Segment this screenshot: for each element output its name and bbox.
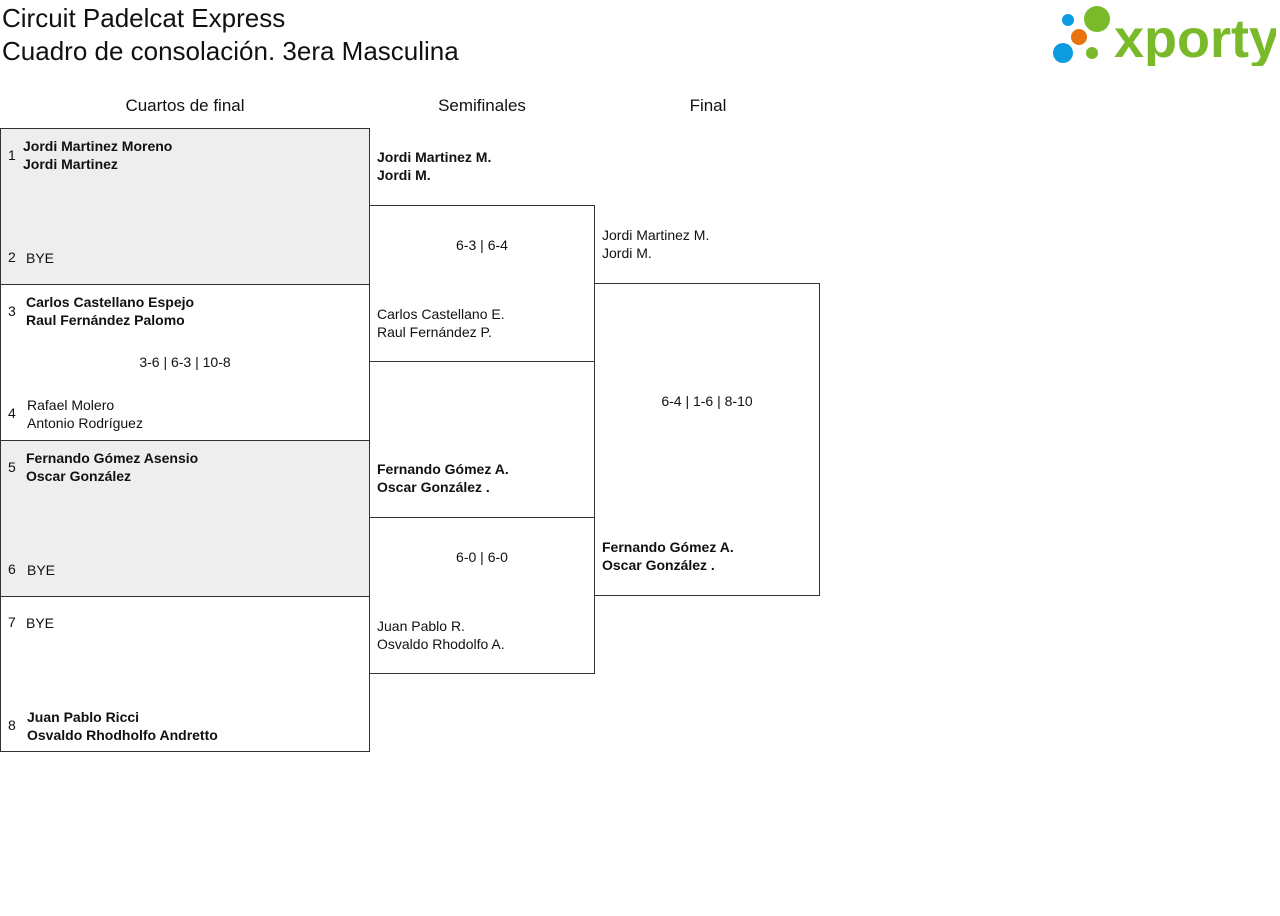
qf-match-4: 7 BYE 8 Juan Pablo Ricci Osvaldo Rhodhol… [0,596,370,752]
seed-number: 5 [8,459,16,475]
player-name: Fernando Gómez Asensio [26,450,199,466]
player-name: Carlos Castellano Espejo [26,294,195,310]
player-name: BYE [27,562,56,578]
player-name: Osvaldo Rhodholfo Andretto [27,727,218,743]
player-name: Jordi M. [602,245,652,261]
seed-number: 1 [8,147,16,163]
seed-number: 6 [8,561,16,577]
round-header-quarterfinals: Cuartos de final [125,96,245,115]
player-name: Oscar González . [377,479,490,495]
player-name: Rafael Molero [27,397,115,413]
sf-match-2: 6-0 | 6-0 Juan Pablo R. Osvaldo Rhodolfo… [369,517,595,674]
player-name: Jordi Martinez M. [377,149,492,165]
page-title: Circuit Padelcat Express [2,3,286,33]
page-subtitle: Cuadro de consolación. 3era Masculina [2,36,459,66]
seed-number: 3 [8,303,16,319]
player-name: BYE [26,250,55,266]
svg-text:xporty: xporty [1114,9,1276,66]
seed-number: 7 [8,614,16,630]
qf-match-2: 3 Carlos Castellano Espejo Raul Fernánde… [0,284,370,441]
seed-number: 4 [8,405,16,421]
player-name: Raul Fernández P. [377,324,492,340]
qf-match-1: 1 Jordi Martinez Moreno Jordi Martinez 2… [0,128,370,285]
player-name: Fernando Gómez A. [377,461,509,477]
player-name: Jordi Martinez M. [602,227,710,243]
player-name: Jordi Martinez Moreno [23,138,173,154]
player-name: Osvaldo Rhodolfo A. [377,636,505,652]
player-name: Fernando Gómez A. [602,539,734,555]
xporty-logo: xporty [1050,4,1279,69]
seed-number: 2 [8,249,16,265]
player-name: Oscar González [26,468,132,484]
player-name: Juan Pablo R. [377,618,465,634]
player-name: Jordi M. [377,167,431,183]
seed-number: 8 [8,717,16,733]
match-score: 6-4 | 1-6 | 8-10 [661,393,753,409]
sf-match-1: 6-3 | 6-4 Carlos Castellano E. Raul Fern… [369,205,595,362]
player-name: Oscar González . [602,557,715,573]
match-score: 3-6 | 6-3 | 10-8 [139,354,231,370]
player-name: Raul Fernández Palomo [26,312,185,328]
player-name: Juan Pablo Ricci [27,709,140,725]
match-score: 6-3 | 6-4 [456,237,508,253]
player-name: BYE [26,615,55,631]
round-header-semifinals: Semifinales [438,96,526,115]
player-name: Carlos Castellano E. [377,306,505,322]
round-header-final: Final [689,96,727,115]
match-score: 6-0 | 6-0 [456,549,508,565]
final-match: 6-4 | 1-6 | 8-10 Fernando Gómez A. Oscar… [594,283,820,596]
qf-match-3: 5 Fernando Gómez Asensio Oscar González … [0,440,370,597]
player-name: Antonio Rodríguez [27,415,143,431]
player-name: Jordi Martinez [23,156,118,172]
